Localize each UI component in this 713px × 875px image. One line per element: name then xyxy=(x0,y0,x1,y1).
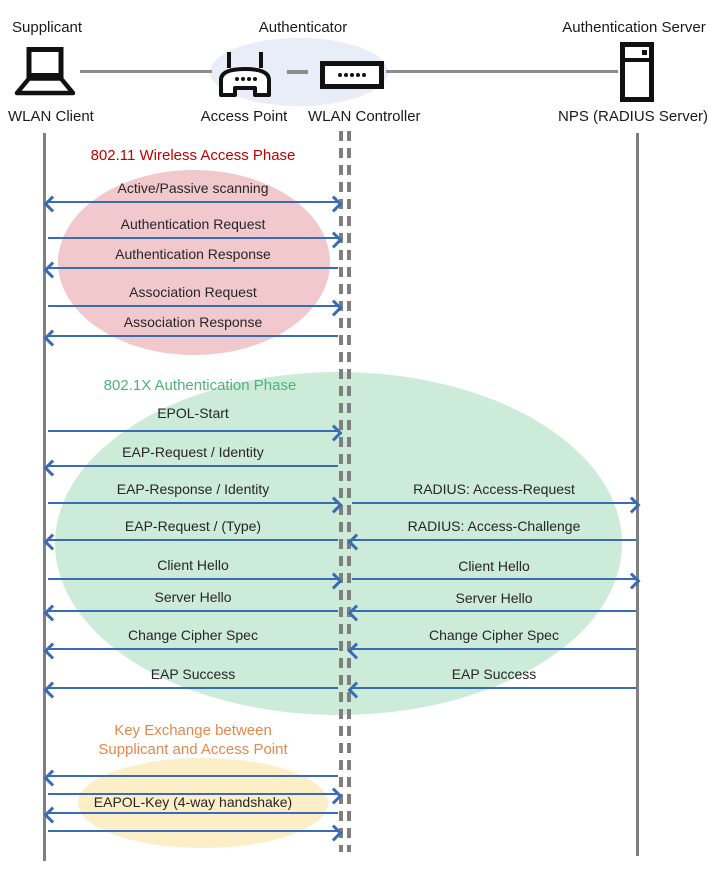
arrow-eapol-key-1 xyxy=(43,769,338,787)
caption-wlan-controller: WLAN Controller xyxy=(308,108,421,125)
message-label: RADIUS: Access-Challenge xyxy=(407,518,581,534)
lifeline-nps-server xyxy=(636,133,639,856)
lifeline-controller-dashed-1 xyxy=(339,131,343,852)
message-label: Association Response xyxy=(123,314,263,330)
arrowhead-left-icon xyxy=(43,769,61,787)
caption-nps-radius-server: NPS (RADIUS Server) xyxy=(558,108,709,125)
laptop-icon xyxy=(14,47,76,96)
arrow-association-response xyxy=(43,329,338,347)
arrow-eap-request-identity xyxy=(43,459,338,477)
message-label: Client Hello xyxy=(458,558,530,574)
arrow-server-hello xyxy=(43,604,338,622)
arrow-eap-request-type xyxy=(43,533,338,551)
message-label: Client Hello xyxy=(157,557,229,573)
arrow-client-hello-server xyxy=(352,572,641,590)
arrowhead-left-icon xyxy=(43,195,61,213)
message-label: EPOL-Start xyxy=(157,405,229,421)
message-label: EAP-Response / Identity xyxy=(116,481,270,497)
arrow-authentication-request xyxy=(48,231,343,249)
arrowhead-left-icon xyxy=(43,459,61,477)
caption-access-point: Access Point xyxy=(200,108,288,125)
message-label: EAP Success xyxy=(451,666,537,682)
arrowhead-left-icon xyxy=(43,604,61,622)
message-label: EAP-Request / Identity xyxy=(122,444,264,460)
connector-controller-server xyxy=(386,70,618,73)
arrowhead-left-icon xyxy=(43,681,61,699)
lifeline-wlan-client xyxy=(43,133,46,861)
phase-title-wireless-access: 802.11 Wireless Access Phase xyxy=(90,147,296,164)
arrow-eap-success-server xyxy=(347,681,636,699)
arrowhead-left-icon xyxy=(43,642,61,660)
arrow-server-hello-server xyxy=(347,604,636,622)
arrow-association-request xyxy=(48,299,343,317)
message-label: EAPOL-Key (4-way handshake) xyxy=(93,794,293,810)
arrow-change-cipher-spec-server xyxy=(347,642,636,660)
server-icon xyxy=(620,42,654,102)
arrow-change-cipher-spec xyxy=(43,642,338,660)
arrow-eapol-key-2 xyxy=(48,787,343,805)
message-label: Association Request xyxy=(129,284,257,300)
phase-title-key-exchange-line1: Key Exchange between xyxy=(114,722,272,739)
access-point-icon xyxy=(219,52,271,97)
arrow-active-passive-scanning xyxy=(43,195,343,213)
arrow-eap-response-identity xyxy=(48,496,343,514)
arrow-radius-access-request xyxy=(352,496,641,514)
connector-client-ap xyxy=(80,70,212,73)
message-label: Server Hello xyxy=(154,589,232,605)
role-authenticator: Authenticator xyxy=(258,19,348,36)
message-label: RADIUS: Access-Request xyxy=(413,481,575,497)
message-label: Authentication Request xyxy=(120,216,266,232)
message-label: Server Hello xyxy=(455,590,533,606)
message-label: EAP-Request / (Type) xyxy=(124,518,262,534)
arrow-epol-start xyxy=(48,424,343,442)
arrow-eap-success xyxy=(43,681,338,699)
arrow-radius-access-challenge xyxy=(347,533,636,551)
connector-ap-controller xyxy=(287,70,308,74)
arrow-authentication-response xyxy=(43,261,338,279)
role-authentication-server: Authentication Server xyxy=(562,19,706,36)
arrow-client-hello xyxy=(48,572,343,590)
phase-title-key-exchange-line2: Supplicant and Access Point xyxy=(98,741,288,758)
lifeline-controller-dashed-2 xyxy=(347,131,351,852)
message-label: Authentication Response xyxy=(115,246,271,262)
phase-ellipse-wireless-access xyxy=(58,170,330,355)
phase-ellipse-dot1x-auth xyxy=(55,372,622,715)
phase-title-dot1x-auth: 802.1X Authentication Phase xyxy=(103,377,297,394)
role-supplicant: Supplicant xyxy=(12,19,83,36)
arrow-eapol-key-3 xyxy=(43,806,338,824)
message-label: EAP Success xyxy=(150,666,236,682)
message-label: Change Cipher Spec xyxy=(128,627,258,643)
caption-wlan-client: WLAN Client xyxy=(8,108,94,125)
message-label: Active/Passive scanning xyxy=(117,180,269,196)
arrowhead-left-icon xyxy=(43,329,61,347)
phase-ellipse-key-exchange xyxy=(78,758,328,848)
message-label: Change Cipher Spec xyxy=(429,627,559,643)
wlan-controller-icon xyxy=(320,61,384,89)
arrow-eapol-key-4 xyxy=(48,824,343,842)
